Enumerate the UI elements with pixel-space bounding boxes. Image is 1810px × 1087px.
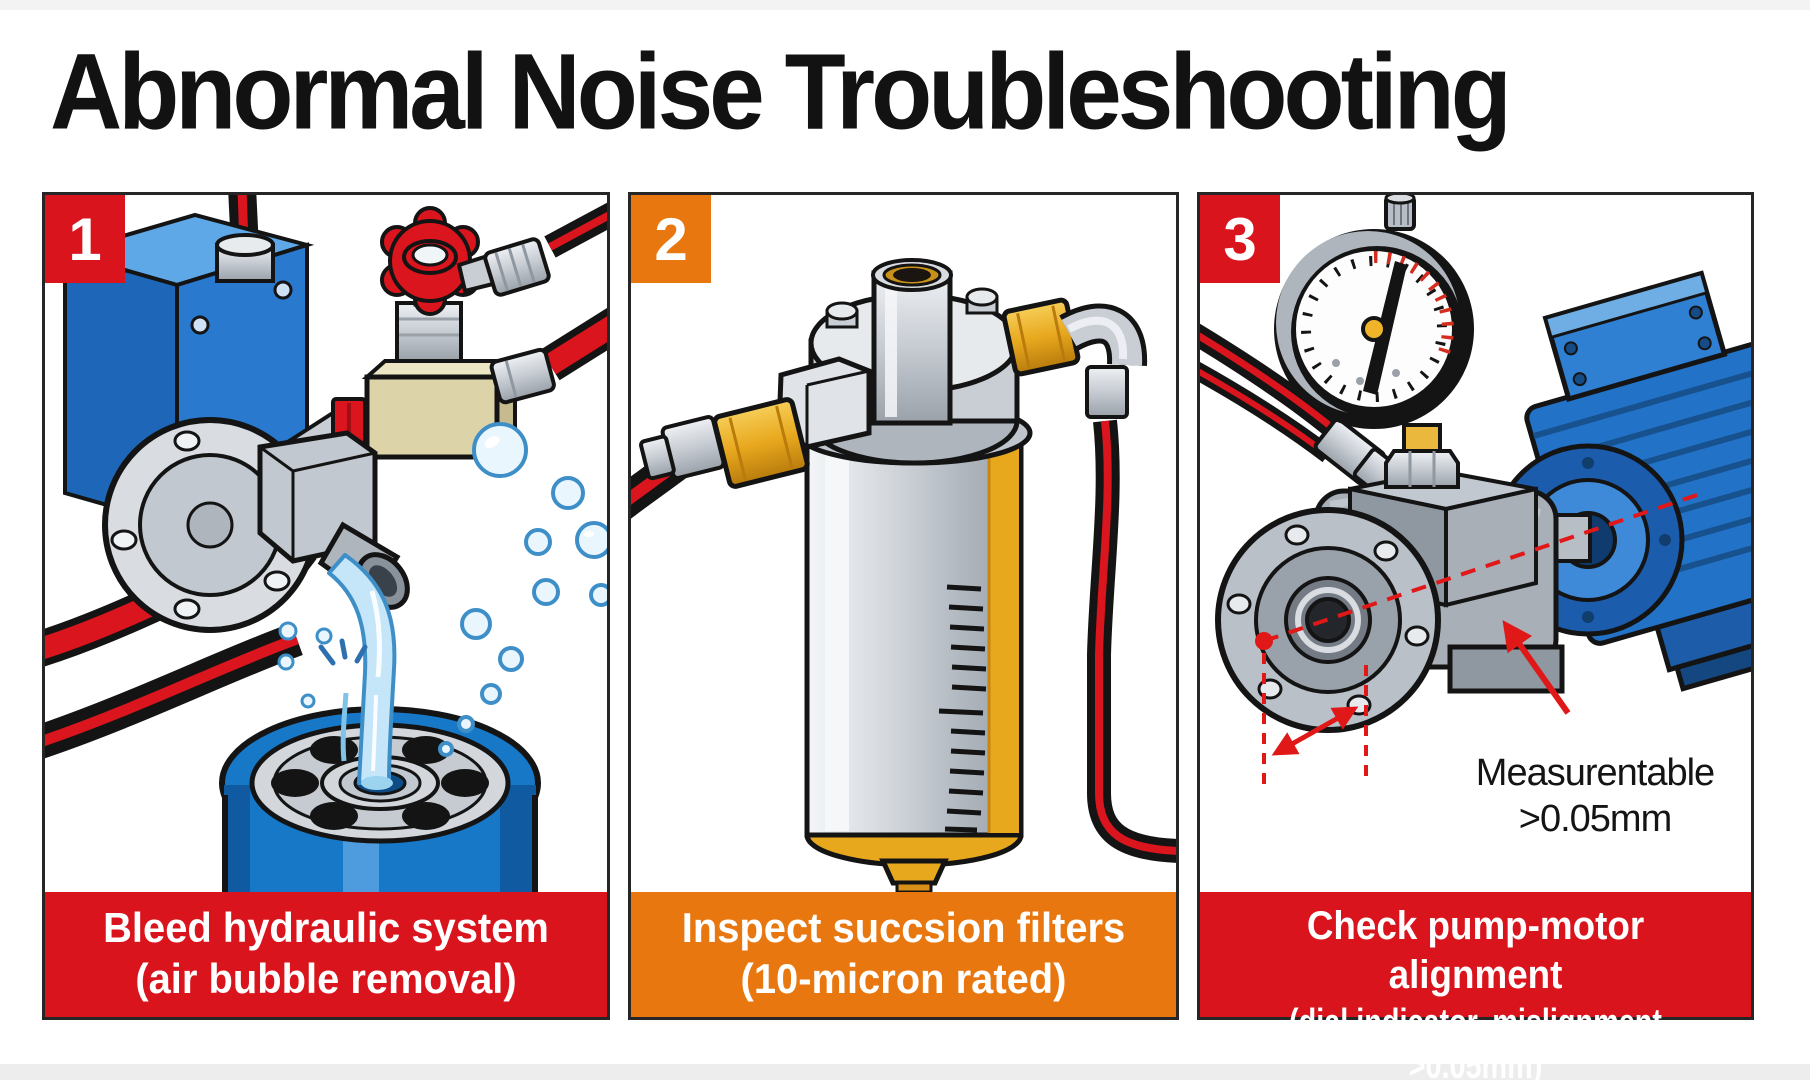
step-number-badge: 2	[631, 195, 711, 283]
air-bubbles-icon	[277, 422, 607, 757]
oil-stream-icon	[318, 553, 397, 790]
bottom-edge-strip	[0, 1064, 1810, 1080]
caption-line: Bleed hydraulic system	[103, 904, 549, 951]
caption-line: (10-micron rated)	[740, 955, 1067, 1003]
sight-scale-marks	[938, 584, 987, 833]
filter-port-icon	[871, 258, 953, 426]
panel-step-1: 1 Bleed hydraulic system (air bubble rem…	[42, 192, 610, 1020]
annotation-line: >0.05mm	[1518, 797, 1672, 840]
tee-fitting-icon	[257, 430, 410, 610]
outlet-elbow-icon	[1001, 297, 1148, 419]
top-edge-strip	[0, 0, 1810, 10]
caption-line: Check pump-motor alignment	[1306, 904, 1645, 997]
bleed-valve-icon	[281, 206, 556, 491]
drain-plug-icon	[879, 858, 949, 892]
panel-2-illustration: 2	[631, 195, 1176, 892]
caption-line: (dial indicator, mislignment >0.05mm)	[1289, 1000, 1662, 1086]
panel-3-illustration: Measurentable >0.05mm 3	[1200, 195, 1751, 892]
alignment-marks-icon	[1255, 492, 1701, 785]
filter-canister-icon	[804, 432, 1024, 868]
alignment-illustration-icon	[1200, 195, 1751, 785]
cap-bolt-icon	[825, 287, 999, 329]
panel-2-caption: Inspect succsion filters (10-micron rate…	[631, 892, 1176, 1017]
oil-filter-icon	[219, 706, 541, 892]
step-number-badge: 3	[1200, 195, 1280, 283]
caption-line: (air bubble removal)	[135, 955, 517, 1003]
annotation-line: Measurentable	[1475, 752, 1715, 794]
panel-step-3: Measurentable >0.05mm 3 Check pump-motor…	[1197, 192, 1754, 1086]
inlet-fitting-icon	[639, 356, 872, 489]
suction-filter-illustration-icon	[631, 258, 1176, 892]
dial-indicator-icon	[1274, 195, 1474, 429]
panel-3-caption: Check pump-motor alignment (dial indicat…	[1200, 892, 1751, 1086]
panel-1-illustration: 1	[45, 195, 607, 892]
bleed-system-illustration-icon	[45, 195, 607, 892]
handwheel-icon	[380, 206, 480, 316]
caption-line: Inspect succsion filters	[681, 904, 1126, 951]
panel-step-2: 2 Inspect succsion filters (10-micron ra…	[628, 192, 1179, 1020]
poster-title: Abnormal Noise Troubleshooting	[50, 31, 1512, 153]
misalignment-annotation: Measurentable >0.05mm	[1440, 751, 1750, 842]
pump-flange-icon	[1215, 507, 1441, 733]
step-number-badge: 1	[45, 195, 125, 283]
panel-1-caption: Bleed hydraulic system (air bubble remov…	[45, 892, 607, 1017]
